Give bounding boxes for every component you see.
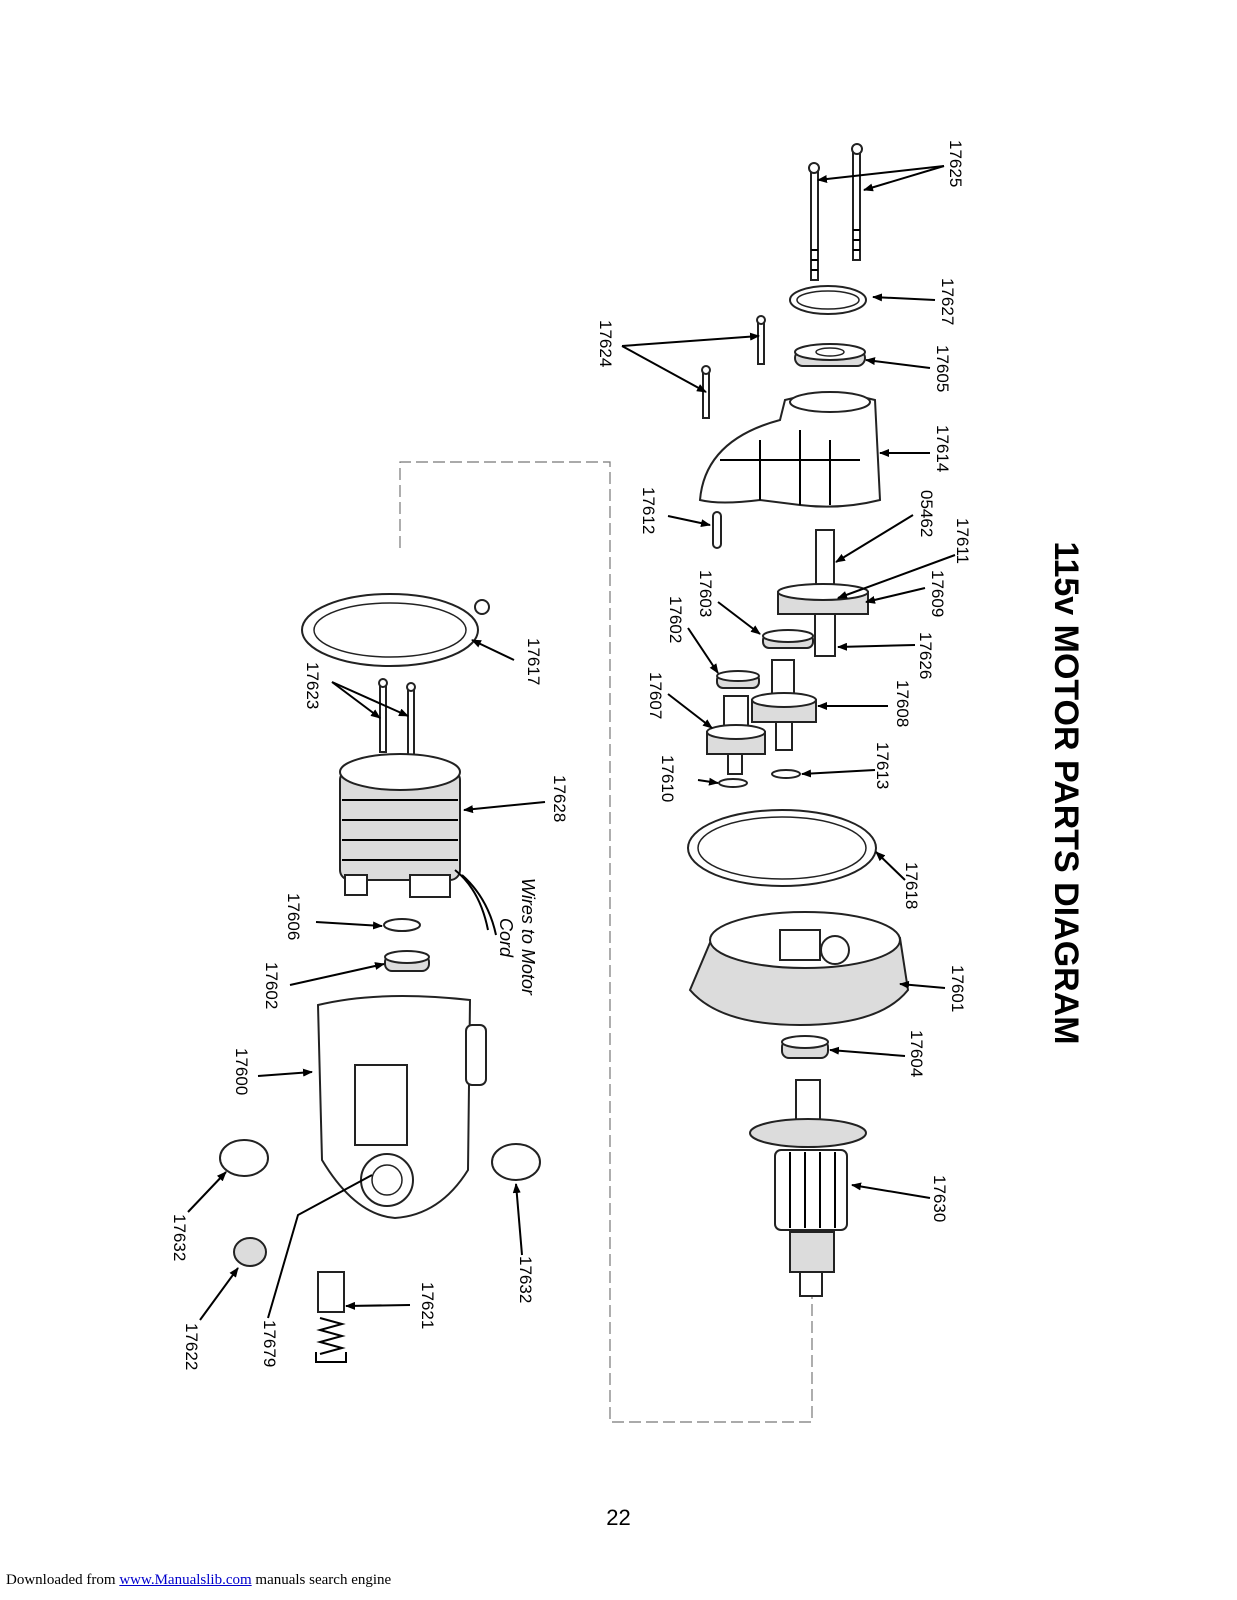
callout-17609: 17609 (928, 570, 947, 617)
callout-17632-left: 17632 (170, 1214, 189, 1261)
assembly-guide-lines (399, 461, 813, 1423)
callout-17604: 17604 (907, 1030, 926, 1077)
wires-note-line-1: Wires to Motor (518, 878, 538, 996)
diagram-title: 115v MOTOR PARTS DIAGRAM (1047, 541, 1085, 1044)
callout-17627: 17627 (938, 278, 957, 325)
part-brush-cap (233, 1237, 267, 1267)
callout-05462: 05462 (917, 490, 936, 537)
callout-17611: 17611 (953, 518, 972, 564)
callout-17608: 17608 (893, 680, 912, 727)
part-bearing-upper (716, 670, 760, 689)
leader-lines (187, 165, 956, 1321)
part-gear-housing-cover (698, 391, 882, 508)
part-bearing-lower (384, 950, 430, 972)
part-washer-17613 (771, 769, 801, 779)
callout-17606: 17606 (284, 893, 303, 940)
callout-17613: 17613 (873, 742, 892, 789)
callout-17605: 17605 (933, 345, 952, 392)
part-snap-ring (789, 285, 867, 315)
part-gasket (687, 809, 877, 887)
wires-note-line-2: Cord (496, 918, 516, 958)
part-long-screws (808, 143, 863, 281)
callout-17630: 17630 (930, 1175, 949, 1222)
callout-17614: 17614 (933, 425, 952, 472)
callout-17626: 17626 (916, 632, 935, 679)
footer-prefix: Downloaded from (6, 1572, 120, 1588)
part-washer-17606 (383, 918, 421, 932)
part-output-gear-shaft (777, 529, 869, 657)
callout-17624: 17624 (596, 320, 615, 367)
footer: Downloaded from www.Manualslib.com manua… (6, 1572, 391, 1589)
callout-17617: 17617 (524, 638, 543, 685)
page-number: 22 (606, 1505, 631, 1530)
footer-suffix: manuals search engine (251, 1572, 392, 1588)
callout-17607: 17607 (646, 672, 665, 719)
part-short-screws (701, 315, 766, 419)
callout-17601: 17601 (948, 965, 967, 1012)
callout-17600: 17600 (232, 1048, 251, 1095)
part-washer-17610 (718, 778, 748, 788)
callout-17612: 17612 (639, 487, 658, 534)
part-gasket-17632-right (491, 1143, 541, 1181)
part-field-screws (378, 678, 416, 757)
part-pinion-gear (706, 695, 766, 775)
callout-17602-lower: 17602 (262, 962, 281, 1009)
part-bearing-armature (781, 1035, 829, 1059)
callout-17610: 17610 (658, 755, 677, 802)
part-shroud-ring (301, 593, 490, 667)
callout-17622: 17622 (182, 1323, 201, 1370)
part-gasket-17632-left (219, 1139, 269, 1177)
callout-17632-right: 17632 (516, 1256, 535, 1303)
callout-17603: 17603 (696, 570, 715, 617)
callout-17623: 17623 (303, 662, 322, 709)
part-bearing-gear-shaft (762, 629, 814, 649)
part-brush-and-spring (315, 1271, 347, 1363)
callout-17628: 17628 (550, 775, 569, 822)
part-armature (749, 1079, 867, 1297)
manualslib-link[interactable]: www.Manualslib.com (119, 1572, 252, 1588)
part-bearing-top (794, 343, 866, 367)
callout-labels: 17625 17627 17605 17614 05462 17611 1760… (170, 140, 972, 1370)
callout-17602-upper: 17602 (666, 596, 685, 643)
callout-17679: 17679 (260, 1320, 279, 1367)
callout-17621: 17621 (418, 1282, 437, 1329)
part-intermediate-gear (751, 659, 817, 751)
callout-17618: 17618 (902, 862, 921, 909)
part-gear-case (688, 911, 910, 1027)
part-motor-housing (316, 995, 487, 1220)
part-field-coil (339, 753, 497, 936)
part-pin (712, 511, 722, 549)
callout-17625: 17625 (946, 140, 965, 187)
